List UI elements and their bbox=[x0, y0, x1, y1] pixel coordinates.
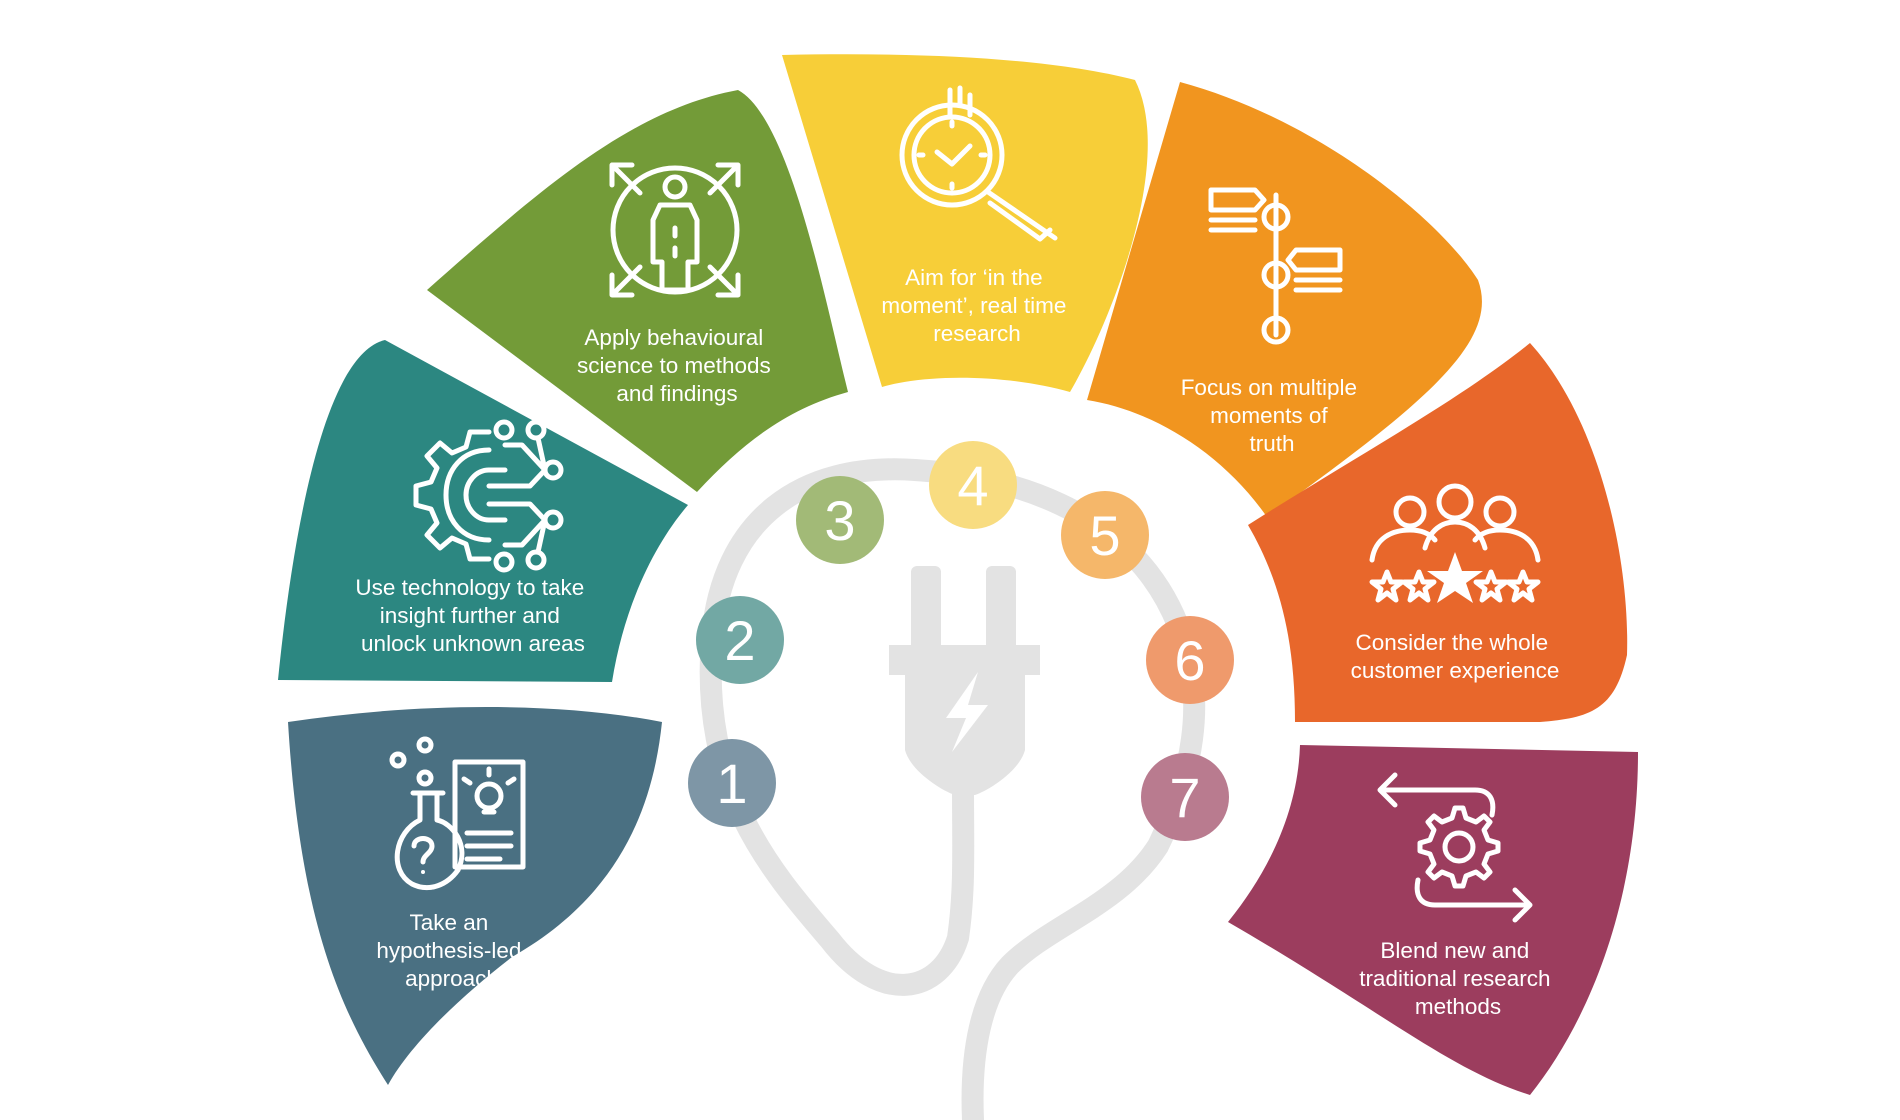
step-3-label-line-3: and findings bbox=[616, 381, 737, 406]
segment-5 bbox=[1087, 82, 1482, 517]
step-3-number: 3 bbox=[824, 489, 855, 552]
step-4-number-circle bbox=[929, 441, 1017, 529]
step-1-label: Take an hypothesis-led approach bbox=[376, 910, 527, 991]
step-7-number: 7 bbox=[1169, 766, 1200, 829]
step-2-number: 2 bbox=[724, 609, 755, 672]
technology-gear-icon bbox=[413, 419, 564, 573]
stopwatch-magnifier-icon bbox=[899, 85, 1058, 242]
step-2-label-line-2: insight further and bbox=[380, 603, 560, 628]
step-1-number: 1 bbox=[716, 752, 747, 815]
cable-loop bbox=[699, 458, 1206, 1120]
step-6-label: Consider the whole customer experience bbox=[1351, 630, 1560, 683]
step-2-label-line-1: Use technology to take bbox=[355, 575, 584, 600]
step-4-number: 4 bbox=[957, 454, 988, 517]
timeline-icon bbox=[1208, 187, 1343, 345]
step-4-label-line-3: research bbox=[933, 321, 1021, 346]
step-5-number-circle bbox=[1061, 491, 1149, 579]
step-3-label: Apply behavioural science to methods and… bbox=[577, 325, 777, 406]
step-7-label-line-1: Blend new and bbox=[1380, 938, 1529, 963]
step-2-label-line-3: unlock unknown areas bbox=[361, 631, 585, 656]
power-plug-icon bbox=[699, 458, 1206, 1120]
behaviour-person-icon bbox=[609, 162, 741, 298]
segments bbox=[278, 54, 1638, 1095]
segment-7 bbox=[1228, 745, 1638, 1095]
lightning-bolt-icon bbox=[946, 672, 988, 752]
step-3-label-line-1: Apply behavioural bbox=[584, 325, 763, 350]
step-1-label-line-1: Take an bbox=[409, 910, 488, 935]
hypothesis-flask-icon bbox=[389, 736, 526, 891]
step-2-label: Use technology to take insight further a… bbox=[355, 575, 590, 656]
segment-4 bbox=[782, 54, 1148, 393]
step-1-label-line-3: approach bbox=[405, 966, 499, 991]
step-4-label: Aim for ‘in the moment’, real time resea… bbox=[881, 265, 1072, 346]
step-1-label-line-2: hypothesis-led bbox=[376, 938, 521, 963]
step-labels: Take an hypothesis-led approach Use tech… bbox=[355, 265, 1559, 1019]
step-2-number-circle bbox=[696, 596, 784, 684]
customer-rating-icon bbox=[1369, 483, 1541, 603]
step-3-number-circle bbox=[796, 476, 884, 564]
step-3-label-line-2: science to methods bbox=[577, 353, 771, 378]
step-7-number-circle bbox=[1141, 753, 1229, 841]
step-5-label-line-3: truth bbox=[1249, 431, 1294, 456]
step-5-number: 5 bbox=[1089, 504, 1120, 567]
step-6-number-circle bbox=[1146, 616, 1234, 704]
step-4-label-line-1: Aim for ‘in the bbox=[905, 265, 1043, 290]
plug-body bbox=[889, 645, 1040, 795]
segment-2 bbox=[278, 340, 688, 682]
step-5-label-line-2: moments of bbox=[1210, 403, 1328, 428]
number-circles: 1 2 3 4 5 6 7 bbox=[688, 441, 1234, 841]
step-6-number: 6 bbox=[1174, 629, 1205, 692]
segment-3 bbox=[427, 90, 848, 492]
step-4-label-line-2: moment’, real time bbox=[881, 293, 1066, 318]
step-6-label-line-2: customer experience bbox=[1351, 658, 1560, 683]
segment-1 bbox=[288, 707, 662, 1085]
plug-prong-left bbox=[911, 566, 941, 658]
step-5-label-line-1: Focus on multiple bbox=[1181, 375, 1357, 400]
segment-6 bbox=[1248, 343, 1628, 722]
step-1-number-circle bbox=[688, 739, 776, 827]
step-7-label-line-3: methods bbox=[1415, 994, 1501, 1019]
step-6-label-line-1: Consider the whole bbox=[1356, 630, 1549, 655]
plug-prong-right bbox=[986, 566, 1016, 658]
blend-cycle-gear-icon bbox=[1377, 772, 1533, 923]
step-7-label: Blend new and traditional research metho… bbox=[1359, 938, 1557, 1019]
step-5-label: Focus on multiple moments of truth bbox=[1181, 375, 1364, 456]
step-7-label-line-2: traditional research bbox=[1359, 966, 1550, 991]
